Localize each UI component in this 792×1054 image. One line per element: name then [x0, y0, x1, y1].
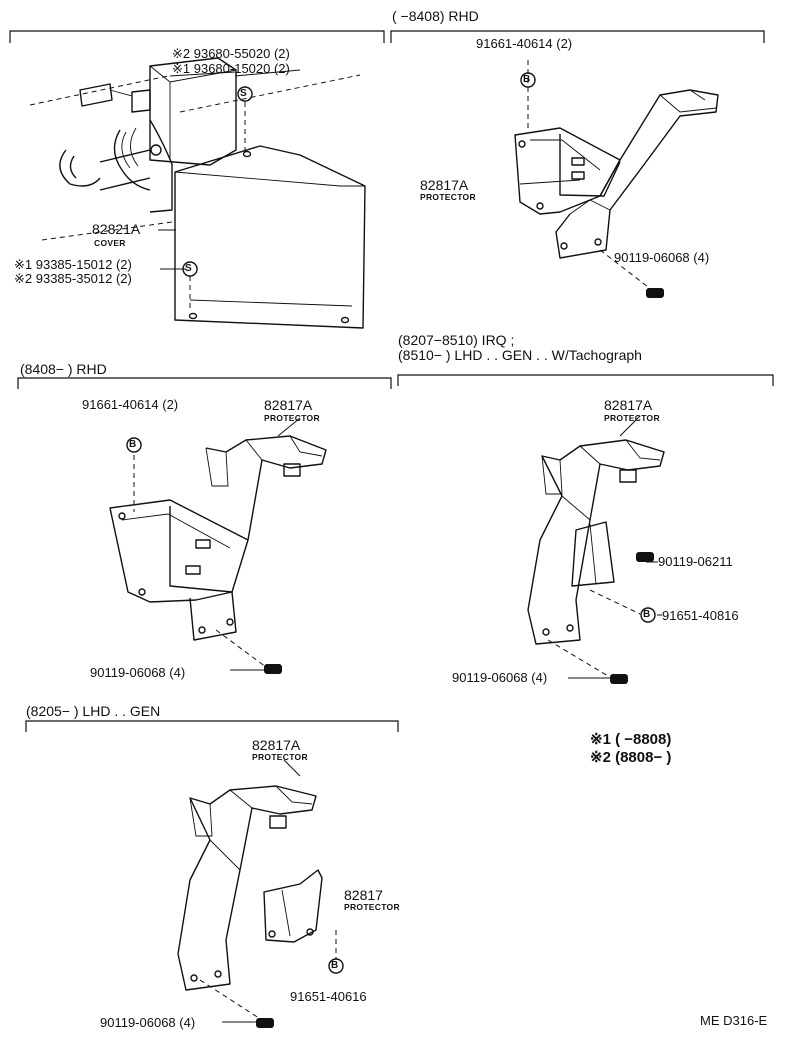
- part-label: ※1 93680-15020 (2): [172, 61, 290, 76]
- section-header-mid-right-line2: (8510− ) LHD . . GEN . . W/Tachograph: [398, 347, 642, 363]
- callout-letter: B: [129, 439, 137, 450]
- section-header-bottom-left: (8205− ) LHD . . GEN: [26, 703, 161, 719]
- part-label: 91651-40616: [290, 989, 367, 1004]
- part-label: 90119-06068 (4): [90, 665, 186, 680]
- part-label: 90119-06068 (4): [452, 670, 548, 685]
- protector-top-right-drawing: [514, 60, 719, 298]
- part-name: PROTECTOR: [344, 902, 400, 912]
- section-header-mid-left: (8408− ) RHD: [20, 361, 107, 377]
- part-label: 90119-06211: [658, 554, 733, 569]
- callout-letter: B: [643, 609, 651, 620]
- part-name: COVER: [94, 238, 126, 248]
- part-label: 91651-40816: [662, 608, 739, 623]
- part-label: ※2 93385-35012 (2): [14, 271, 132, 286]
- diagram-code: ME D316-E: [700, 1013, 768, 1028]
- part-number: 82821A: [92, 221, 141, 237]
- part-number: 82817A: [264, 397, 313, 413]
- part-label: 91661-40614 (2): [476, 36, 573, 51]
- protector-bottom-left-drawing: [177, 759, 337, 1028]
- callout-letter: S: [185, 263, 192, 274]
- legend-entry-2: ※2 (8808− ): [590, 749, 672, 766]
- label-leaders: [160, 268, 662, 1023]
- part-number: 82817A: [604, 397, 653, 413]
- part-label: ※2 93680-55020 (2): [172, 46, 290, 61]
- callout-markers: [126, 72, 656, 974]
- callout-letter: B: [523, 74, 531, 85]
- part-label: 91661-40614 (2): [82, 397, 179, 412]
- part-label: 90119-06068 (4): [100, 1015, 196, 1030]
- section-header-top-right: ( −8408) RHD: [392, 8, 479, 24]
- cover-assembly-drawing: [29, 57, 366, 329]
- part-name: PROTECTOR: [264, 413, 320, 423]
- part-number: 82817A: [252, 737, 301, 753]
- protector-mid-right-drawing: [527, 415, 665, 684]
- part-name: PROTECTOR: [604, 413, 660, 423]
- protector-mid-left-drawing: [109, 417, 327, 674]
- callout-letter: B: [331, 960, 339, 971]
- part-label: 90119-06068 (4): [614, 250, 710, 265]
- part-number: 82817A: [420, 177, 469, 193]
- section-header-mid-right-line1: (8207−8510) IRQ ;: [398, 332, 515, 348]
- part-label: ※1 93385-15012 (2): [14, 257, 132, 272]
- part-number: 82817: [344, 887, 383, 903]
- section-brackets: [9, 30, 774, 732]
- part-name: PROTECTOR: [420, 192, 476, 202]
- legend-entry-1: ※1 ( −8808): [590, 731, 672, 748]
- part-name: PROTECTOR: [252, 752, 308, 762]
- callout-letter: S: [240, 88, 247, 99]
